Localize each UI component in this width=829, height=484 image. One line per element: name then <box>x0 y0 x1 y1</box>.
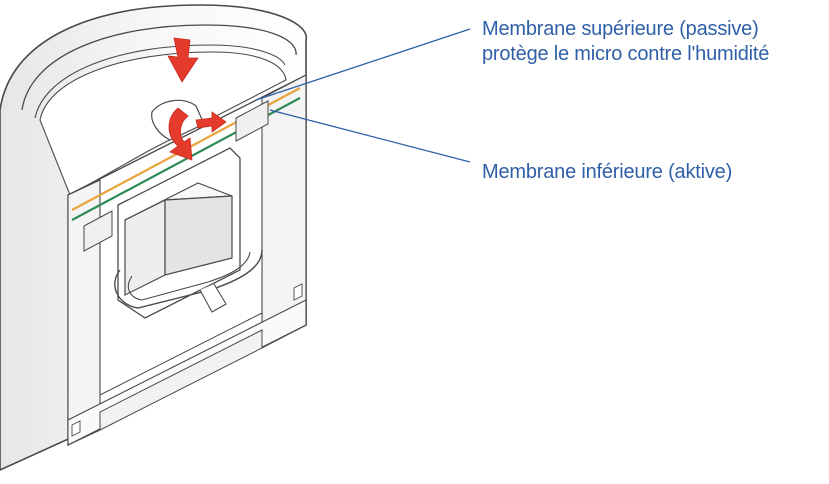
chamber-divider <box>99 312 263 396</box>
capsule-bracket-foot <box>199 283 227 313</box>
upper-membrane-label: Membrane supérieure (passive) protège le… <box>482 17 769 67</box>
airflow-arrow-down <box>167 37 199 83</box>
capsule-bracket-inner <box>127 251 251 301</box>
chamber-tab-left <box>71 420 81 437</box>
leader-line-lower <box>269 109 471 163</box>
membrane-clamp-right <box>235 100 269 142</box>
upper-membrane-label-line1: Membrane supérieure (passive) <box>482 18 759 40</box>
capsule-block-side <box>164 195 233 276</box>
lower-membrane-label-text: Membrane inférieure (aktive) <box>482 161 733 183</box>
upper-membrane-label-line2: protège le micro contre l'humidité <box>482 43 770 65</box>
airflow-arrow-right <box>195 111 227 133</box>
membrane-clamp-left <box>83 210 113 252</box>
leader-line-upper <box>255 28 471 101</box>
housing-base-inner <box>99 329 263 431</box>
airflow-arrow-curve <box>168 107 193 161</box>
lower-membrane-label: Membrane inférieure (aktive) <box>482 160 732 185</box>
chamber-tab-right <box>293 283 303 301</box>
housing-top-rim <box>21 24 297 111</box>
